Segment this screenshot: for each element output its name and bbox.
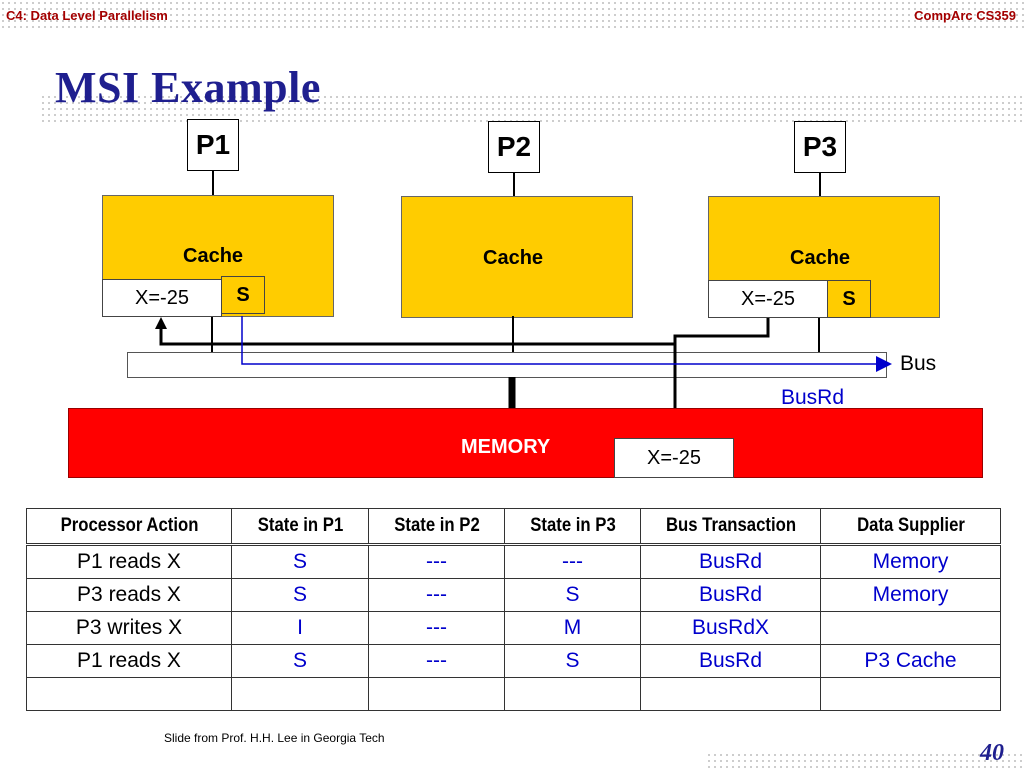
bottom-dotted-band [706, 752, 1024, 768]
memory-value: X=-25 [614, 438, 734, 478]
header-state-p2: State in P2 [376, 508, 497, 545]
cell-state-p2: --- [368, 543, 505, 579]
table-row: P3 reads X S --- S BusRd Memory [26, 578, 1001, 612]
table-header-row: Processor Action State in P1 State in P2… [27, 508, 1001, 545]
header-processor-action: Processor Action [38, 508, 220, 545]
cell-action: P3 writes X [26, 611, 232, 645]
processor-p3: P3 [794, 121, 846, 173]
p3-connector [819, 172, 821, 196]
memory-label: MEMORY [461, 436, 551, 458]
processor-p1: P1 [187, 119, 239, 171]
cell-bus-transaction: BusRd [640, 644, 821, 678]
p1-cache-line-value: X=-25 [102, 279, 222, 317]
cache-p2-label: Cache [483, 247, 544, 269]
msi-diagram: P1 P2 P3 Cache Cache Cache Bus BusRd X=-… [68, 119, 983, 478]
cell-data-supplier: Memory [820, 543, 1001, 579]
header-state-p1: State in P1 [239, 508, 361, 545]
busrd-blue-arrow [241, 316, 892, 372]
cell-data-supplier [820, 611, 1001, 645]
p3-cache-line-value: X=-25 [708, 280, 828, 318]
header-bus-transaction: Bus Transaction [650, 508, 811, 545]
cell-bus-transaction: BusRdX [640, 611, 821, 645]
slide-credit: Slide from Prof. H.H. Lee in Georgia Tec… [164, 731, 385, 745]
bus-lines [155, 316, 892, 428]
header-state-p3: State in P3 [512, 508, 633, 545]
cell-state-p2: --- [368, 644, 505, 678]
cell-state-p2: --- [368, 611, 505, 645]
cell-state-p3: S [504, 644, 641, 678]
course-header: C4: Data Level Parallelism [6, 8, 168, 23]
cell-action: P1 reads X [26, 644, 232, 678]
cell-bus-transaction [640, 677, 821, 711]
p1-connector [212, 169, 214, 195]
cell-state-p3 [504, 677, 641, 711]
busrd-label: BusRd [781, 386, 845, 409]
cell-state-p3: --- [504, 543, 641, 579]
table-row: P1 reads X S --- --- BusRd Memory [26, 543, 1001, 579]
cell-state-p3: S [504, 578, 641, 612]
table-row [26, 677, 1001, 711]
cache-p3-label: Cache [790, 247, 851, 269]
page-number: 40 [980, 740, 1004, 766]
course-code-header: CompArc CS359 [914, 8, 1016, 23]
memory-block [68, 408, 983, 478]
top-dotted-band [0, 0, 1024, 32]
cell-state-p1: S [231, 543, 369, 579]
cell-state-p1: S [231, 578, 369, 612]
header-data-supplier: Data Supplier [830, 508, 991, 545]
cell-state-p2: --- [368, 578, 505, 612]
slide-title: MSI Example [55, 63, 321, 112]
cell-action [26, 677, 232, 711]
cell-data-supplier: Memory [820, 578, 1001, 612]
table-row: P3 writes X I --- M BusRdX [26, 611, 1001, 645]
table-row: P1 reads X S --- S BusRd P3 Cache [26, 644, 1001, 678]
cell-action: P3 reads X [26, 578, 232, 612]
p1-cache-line-state: S [221, 276, 265, 314]
bus-bar [127, 352, 887, 378]
p3-cache-line-state: S [827, 280, 871, 318]
processor-p2: P2 [488, 121, 540, 173]
p2-connector [513, 172, 515, 196]
cell-state-p2 [368, 677, 505, 711]
cell-state-p1: S [231, 644, 369, 678]
cell-action: P1 reads X [26, 543, 232, 579]
busrd-request-arrow [669, 316, 770, 428]
cell-state-p3: M [504, 611, 641, 645]
cell-data-supplier: P3 Cache [820, 644, 1001, 678]
cell-state-p1: I [231, 611, 369, 645]
data-return-arrow [155, 317, 677, 346]
bus-label: Bus [900, 352, 937, 375]
cell-state-p1 [231, 677, 369, 711]
cache-p1-label: Cache [183, 245, 244, 267]
cell-bus-transaction: BusRd [640, 578, 821, 612]
cache-p2 [401, 196, 633, 318]
cell-bus-transaction: BusRd [640, 543, 821, 579]
msi-state-table: Processor Action State in P1 State in P2… [26, 508, 1001, 711]
cell-data-supplier [820, 677, 1001, 711]
